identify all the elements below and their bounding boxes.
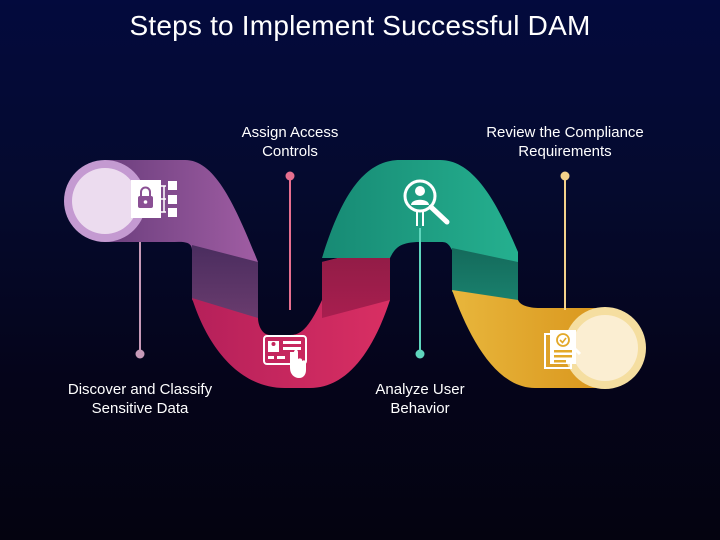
step-4-segment: [452, 290, 646, 389]
step-1-dot: [135, 349, 145, 359]
step-2-label-line-1: Assign Access: [241, 124, 339, 141]
step-4-label-line-2: Requirements: [518, 143, 612, 160]
step-1-label-line-2: Sensitive Data: [91, 400, 189, 417]
step-2-label-line-2: Controls: [262, 143, 318, 160]
step-2-label: Assign Access Controls: [190, 123, 390, 161]
step-4-label: Review the Compliance Requirements: [465, 123, 665, 161]
page-title: Steps to Implement Successful DAM: [129, 10, 591, 41]
step-4-dot: [560, 171, 570, 181]
user-magnifier-icon: [403, 179, 450, 226]
step-2-segment: [192, 245, 390, 388]
step-4-label-line-1: Review the Compliance: [486, 124, 644, 141]
step-2-dot: [285, 171, 295, 181]
access-card-icon: [263, 335, 307, 378]
locked-folder-icon: [131, 180, 177, 218]
step-1-label-line-1: Discover and Classify: [67, 381, 213, 398]
step-1-label: Discover and Classify Sensitive Data: [40, 380, 240, 418]
step-3-label-line-2: Behavior: [390, 400, 450, 417]
step-3-label-line-1: Analyze User: [375, 381, 465, 398]
step-3-dot: [415, 349, 425, 359]
step-3-label: Analyze User Behavior: [320, 380, 520, 418]
compliance-document-icon: [544, 330, 582, 369]
